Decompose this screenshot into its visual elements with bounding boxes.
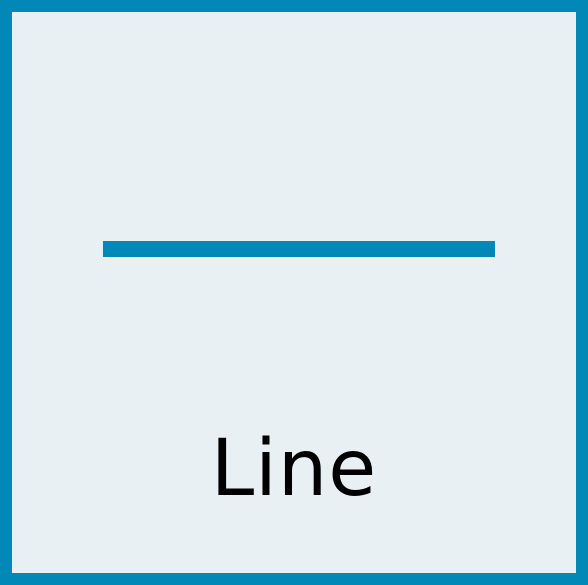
line-icon: [103, 241, 495, 257]
tile-label: Line: [210, 424, 378, 514]
